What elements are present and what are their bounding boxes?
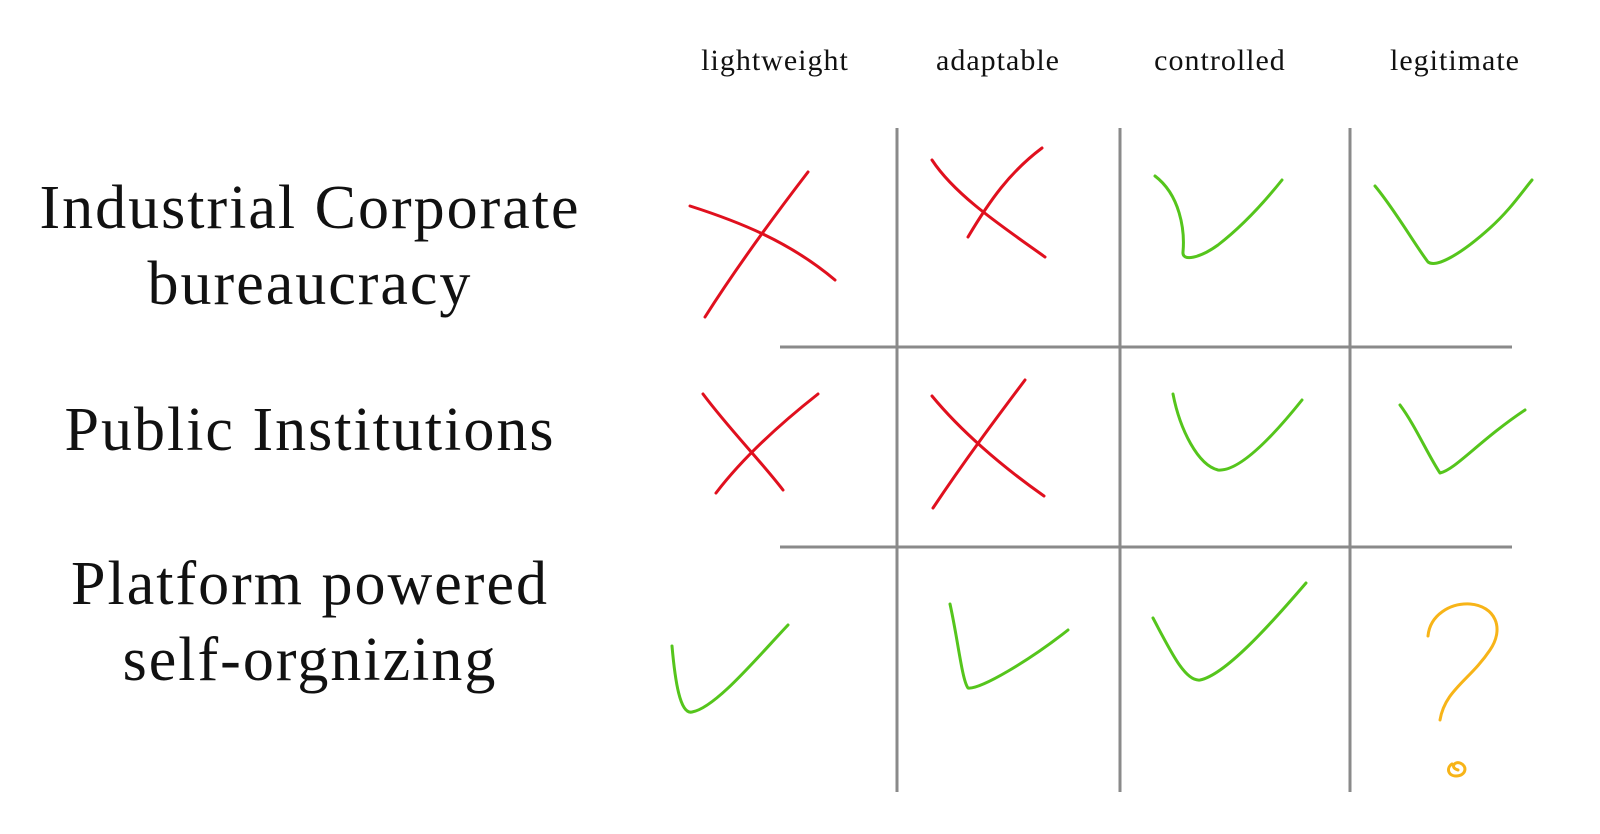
cross-mark-icon (930, 378, 1046, 510)
grid-lines (780, 128, 1512, 792)
cross-mark-icon (930, 146, 1047, 259)
column-header-controlled: controlled (1154, 44, 1286, 77)
column-header-adaptable: adaptable (936, 44, 1060, 77)
row-label-public-institutions: Public Institutions (0, 392, 620, 468)
cross-mark-icon (688, 170, 837, 319)
cross-mark-icon (701, 392, 820, 495)
column-header-lightweight: lightweight (701, 44, 849, 77)
row-label-line: bureaucracy (147, 250, 473, 318)
check-mark-icon (948, 602, 1070, 690)
row-label-industrial-corporate: Industrial Corporate bureaucracy (0, 170, 620, 322)
check-mark-icon (1171, 392, 1304, 472)
check-mark-icon (1373, 178, 1534, 265)
row-label-line: Industrial Corporate (39, 174, 581, 242)
check-mark-icon (1398, 403, 1527, 475)
check-mark-icon (1151, 581, 1308, 682)
question-mark-icon (1426, 602, 1499, 778)
check-mark-icon (1153, 174, 1284, 260)
check-mark-icon (670, 623, 790, 714)
row-label-line: Platform powered (71, 550, 549, 618)
column-header-legitimate: legitimate (1390, 44, 1520, 77)
row-label-line: self-orgnizing (122, 626, 498, 694)
row-label-platform-powered: Platform powered self-orgnizing (0, 546, 620, 698)
row-label-line: Public Institutions (64, 396, 556, 464)
